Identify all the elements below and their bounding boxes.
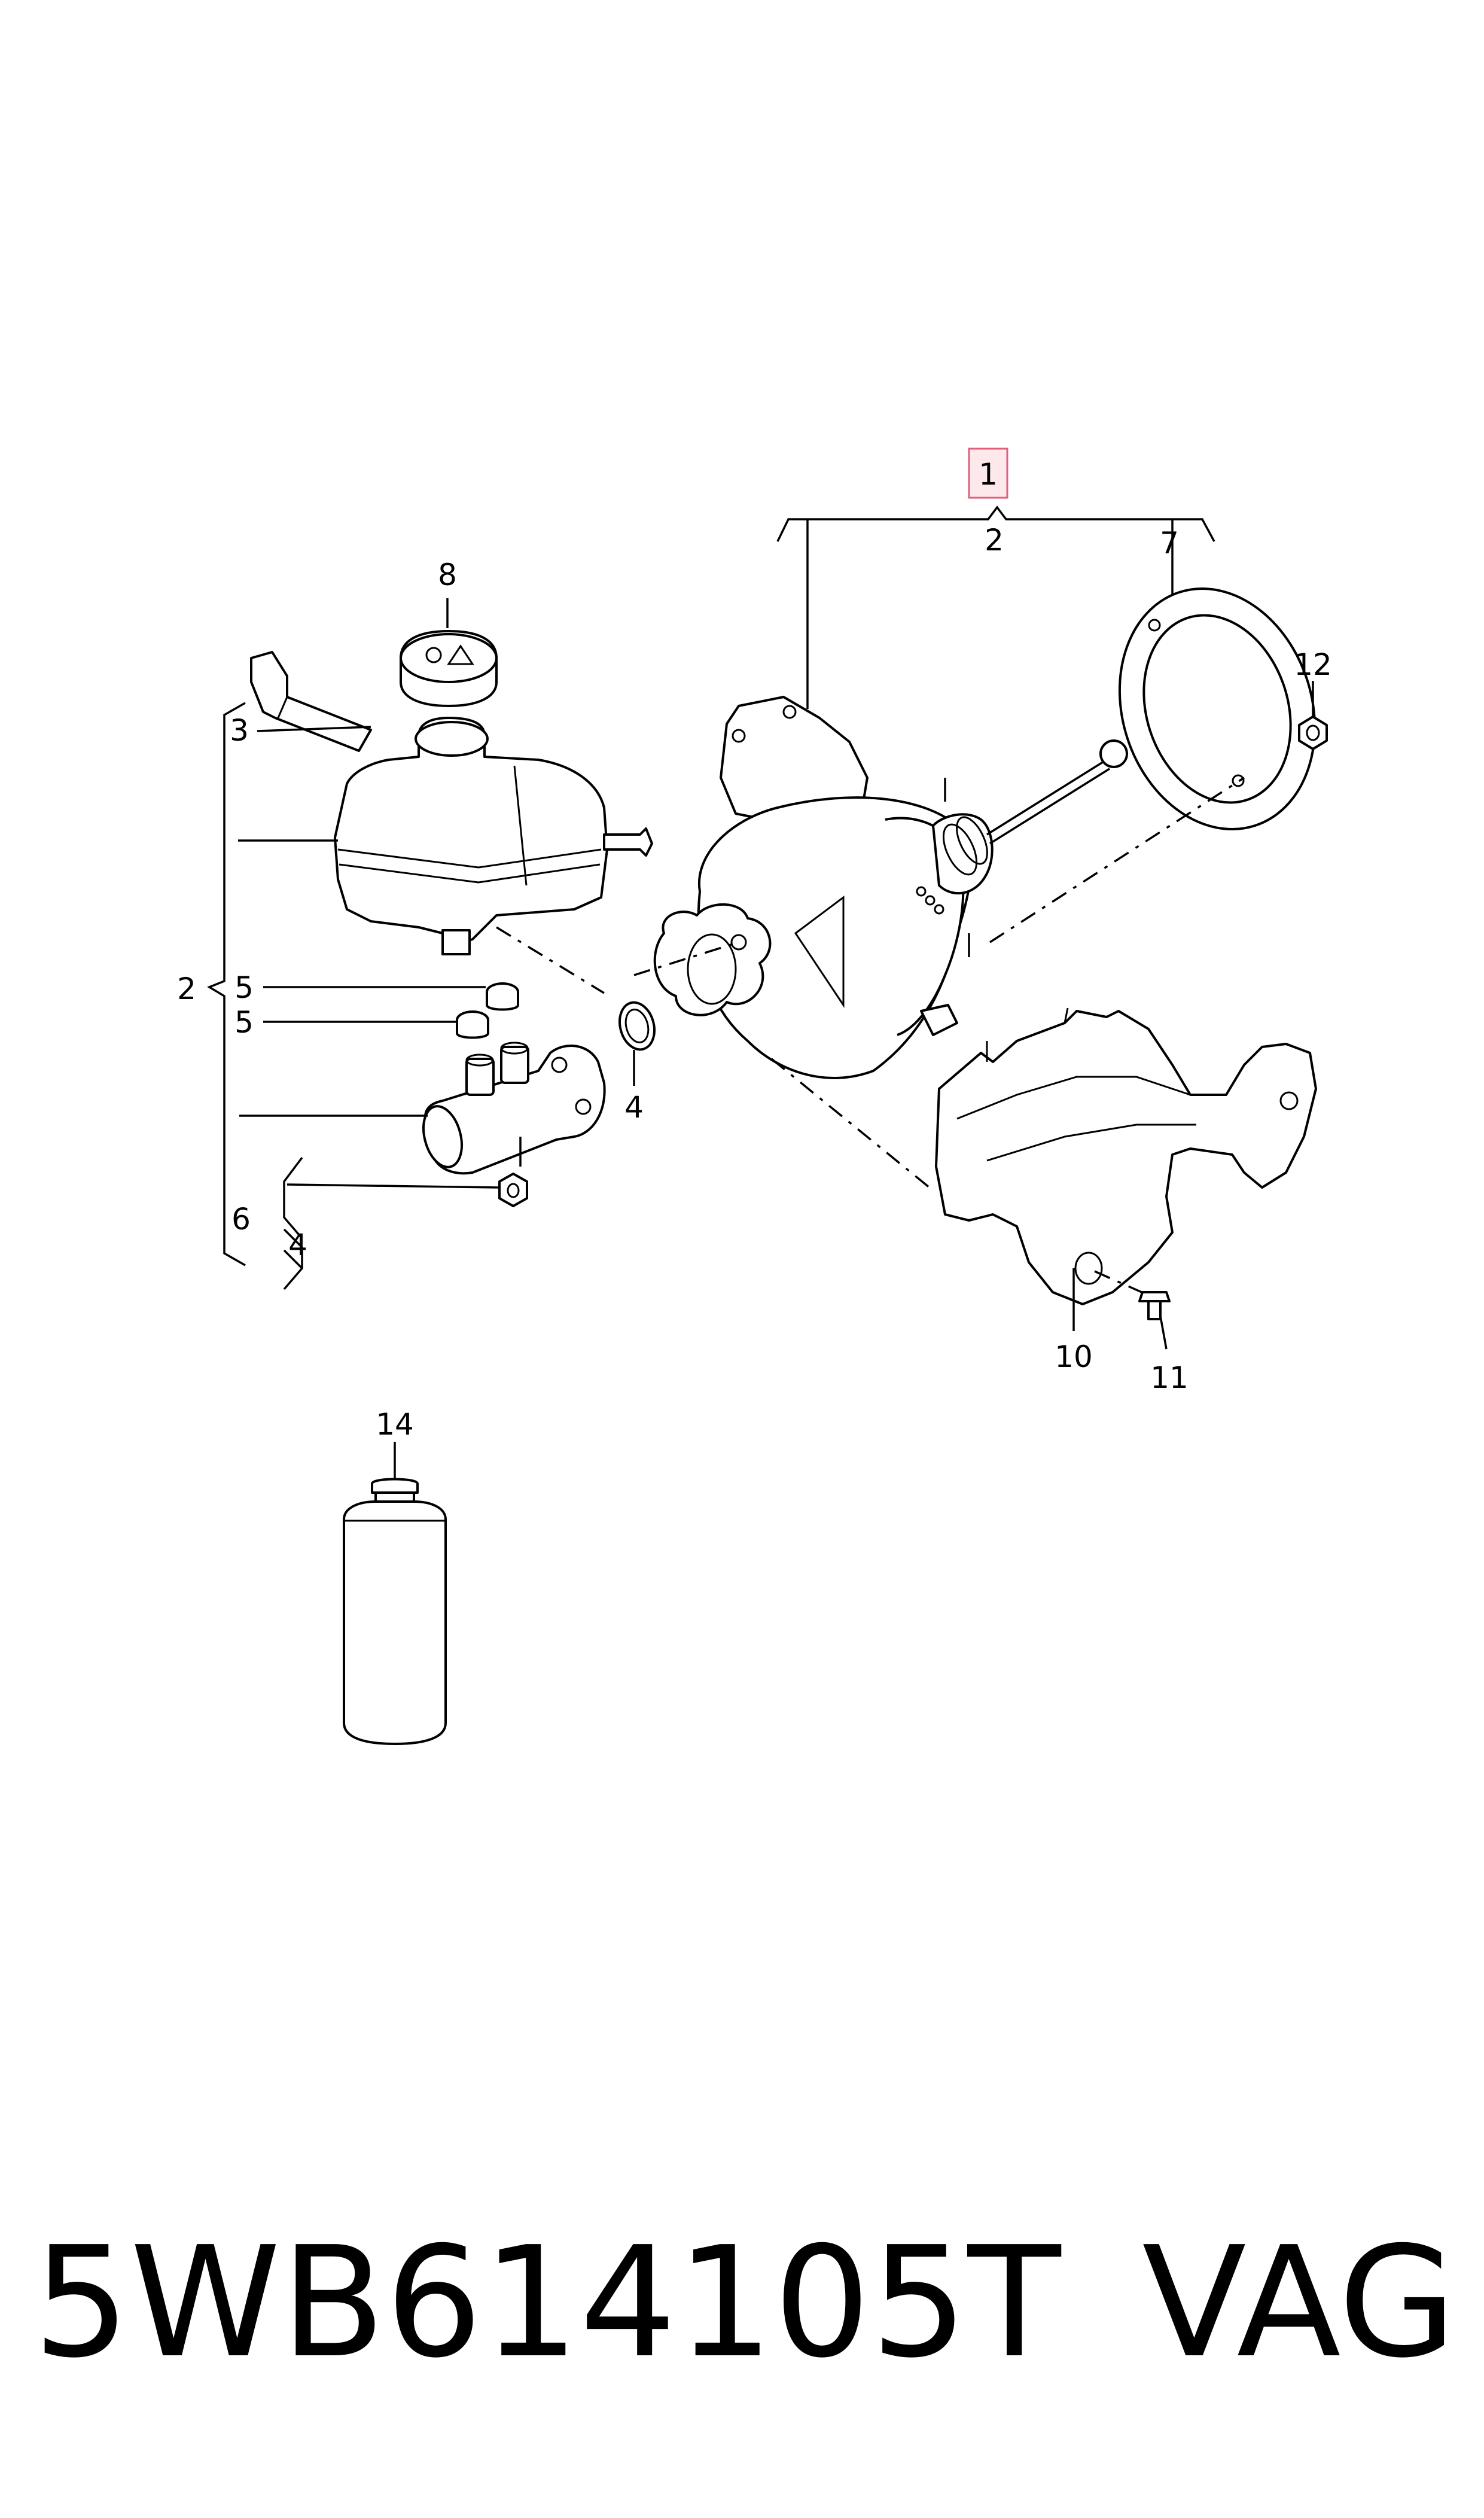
heat-shield-part-10 [935,1007,1317,1305]
fluid-bottle-part-14 [343,1442,447,1745]
part-number: 5WB614105T [33,2214,1061,2392]
callout-14[interactable]: 14 [376,1407,414,1442]
grommet-part-5-lower [456,1010,489,1039]
callout-12[interactable]: 12 [1294,647,1332,682]
parts-diagram: 1 2 7 12 [177,447,1332,1745]
callout-1-label: 1 [979,457,998,492]
leader-3 [257,726,371,732]
callout-4-lower[interactable]: 4 [288,1228,307,1262]
axis-line-gasket [989,777,1245,943]
axis-line-shield [770,1058,934,1192]
callout-2-top[interactable]: 2 [985,523,1004,558]
callout-8[interactable]: 8 [438,558,457,592]
callout-11[interactable]: 11 [1150,1360,1189,1395]
reservoir-cap-part-8 [400,598,498,707]
connector-part-3 [250,651,372,752]
callout-1-highlight-box [968,447,1008,499]
nut-cylinder [498,1173,528,1207]
fluid-reservoir [334,717,653,955]
bolt-part-11 [1094,1270,1171,1350]
callout-5-lower[interactable]: 5 [234,1005,254,1040]
assembly-brace-top [776,506,1215,709]
sub-brace-6 [283,1156,303,1290]
callout-5-upper[interactable]: 5 [234,970,254,1005]
leader-6 [287,1183,500,1189]
brake-booster [653,696,1128,1079]
nut-part-12 [1298,681,1328,750]
callout-3[interactable]: 3 [230,713,249,748]
brand-label: VAG [1142,2214,1456,2392]
callout-6[interactable]: 6 [231,1202,251,1237]
grommet-part-5-upper [486,982,519,1011]
callout-1[interactable]: 1 [968,447,1008,499]
callout-4-ring[interactable]: 4 [624,1090,644,1125]
callout-7[interactable]: 7 [1160,526,1179,561]
gasket-part-7 [1118,587,1317,830]
axis-line-reservoir [496,926,605,994]
o-ring-part-4 [618,1001,656,1051]
assembly-brace-left [207,702,246,1266]
callout-10[interactable]: 10 [1055,1339,1093,1374]
callout-2-left[interactable]: 2 [177,972,196,1006]
master-cylinder [422,1042,606,1175]
footer: 5WB614105T VAG [33,2213,1456,2393]
